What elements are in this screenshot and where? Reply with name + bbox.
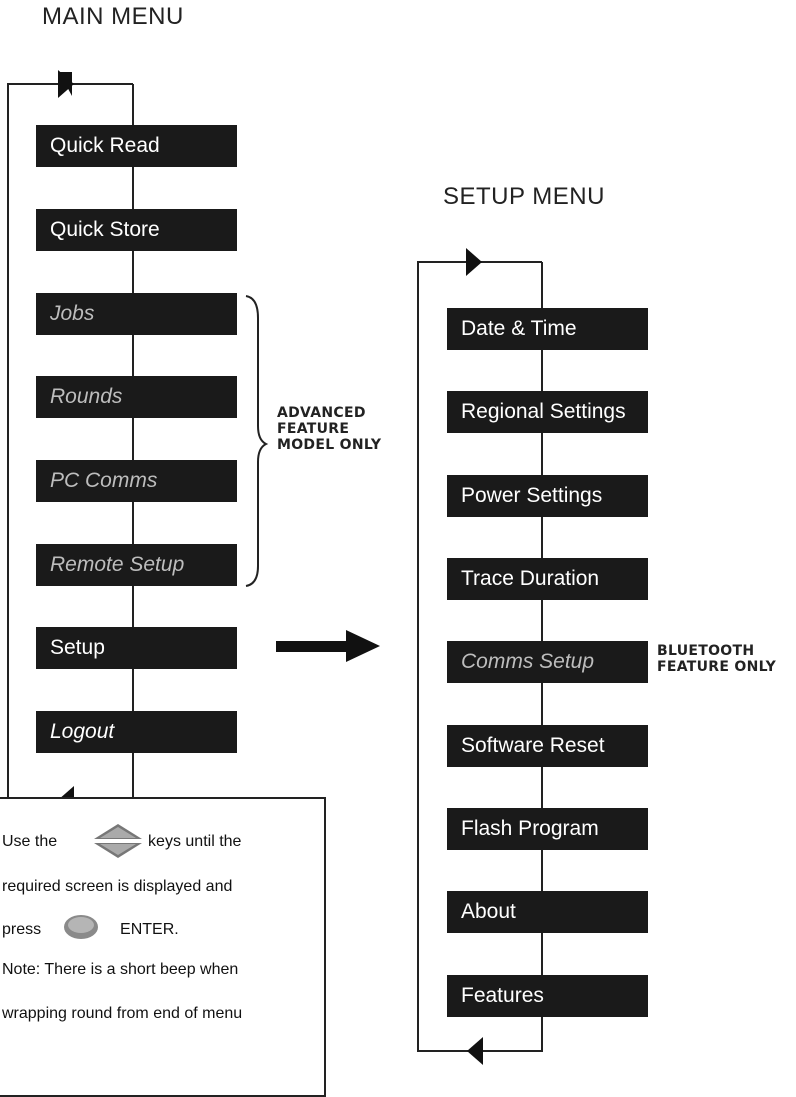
instructions-keys-until: keys until the: [148, 833, 242, 850]
setup-menu-item-comms-setup[interactable]: Comms Setup: [447, 641, 648, 683]
advanced-note-line-1: ADVANCED: [277, 405, 366, 421]
instructions-box: Use the keys until the required screen i…: [0, 797, 326, 1097]
setup-loop-bottom-arrow: [467, 1037, 483, 1065]
setup-menu-item-software-reset[interactable]: Software Reset: [447, 725, 648, 767]
setup-menu-item-trace-duration[interactable]: Trace Duration: [447, 558, 648, 600]
setup-loop-top-arrow: [466, 248, 482, 276]
setup-menu-item-features[interactable]: Features: [447, 975, 648, 1017]
instructions-line-3: press ENTER.: [2, 921, 179, 939]
main-menu-item-logout[interactable]: Logout: [36, 711, 237, 753]
main-menu-item-jobs[interactable]: Jobs: [36, 293, 237, 335]
bluetooth-note-line-2: FEATURE ONLY: [657, 659, 777, 675]
instructions-line-5: wrapping round from end of menu: [2, 1005, 243, 1022]
setup-menu-item-date-time[interactable]: Date & Time: [447, 308, 648, 350]
setup-arrow-head: [346, 630, 380, 662]
instructions-line-1: Use the keys until the: [2, 833, 241, 851]
instructions-use-the: Use the: [2, 833, 58, 850]
setup-menu-item-flash-program[interactable]: Flash Program: [447, 808, 648, 850]
instructions-line-2: required screen is displayed and: [2, 878, 233, 895]
advanced-feature-note: ADVANCED FEATURE MODEL ONLY: [277, 405, 381, 453]
setup-menu-title: SETUP MENU: [443, 183, 605, 210]
up-down-arrow-key-icon: [94, 824, 142, 858]
setup-menu-item-power-settings[interactable]: Power Settings: [447, 475, 648, 517]
main-menu-item-setup[interactable]: Setup: [36, 627, 237, 669]
main-menu-title: MAIN MENU: [42, 3, 184, 30]
bluetooth-note-line-1: BLUETOOTH: [657, 643, 755, 659]
setup-menu-item-regional-settings[interactable]: Regional Settings: [447, 391, 648, 433]
setup-arrow-shaft: [276, 641, 348, 652]
instructions-press: press: [2, 921, 42, 938]
main-menu-item-quick-read[interactable]: Quick Read: [36, 125, 237, 167]
main-menu-item-pc-comms[interactable]: PC Comms: [36, 460, 237, 502]
main-menu-item-remote-setup[interactable]: Remote Setup: [36, 544, 237, 586]
main-loop-top-arrow: [58, 70, 74, 98]
bluetooth-feature-note: BLUETOOTH FEATURE ONLY: [657, 643, 776, 675]
instructions-enter: ENTER.: [120, 921, 179, 938]
advanced-note-line-2: FEATURE: [277, 421, 350, 437]
advanced-note-line-3: MODEL ONLY: [277, 437, 382, 453]
enter-key-icon: [64, 915, 98, 939]
main-menu-item-rounds[interactable]: Rounds: [36, 376, 237, 418]
instructions-line-4: Note: There is a short beep when: [2, 961, 239, 978]
main-menu-item-quick-store[interactable]: Quick Store: [36, 209, 237, 251]
advanced-feature-brace: [245, 295, 269, 587]
setup-menu-item-about[interactable]: About: [447, 891, 648, 933]
